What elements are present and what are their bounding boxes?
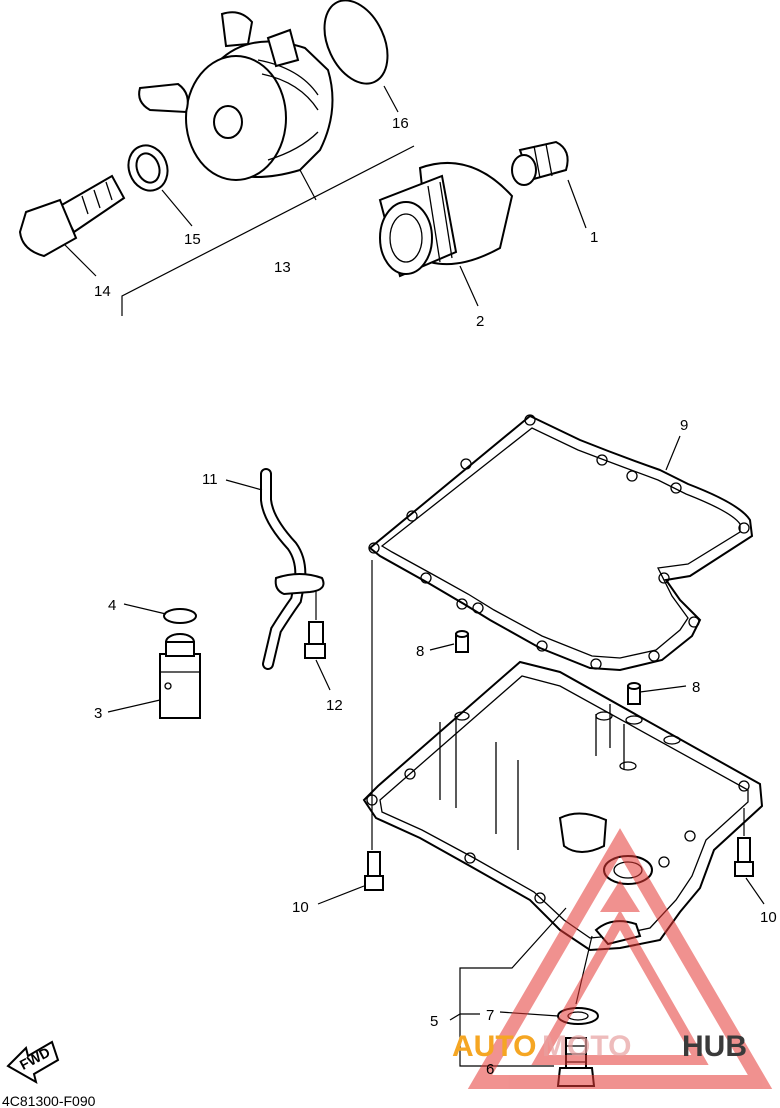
watermark-text: AUTO MOTO HUB: [452, 1030, 747, 1063]
o-ring-part: [163, 608, 197, 624]
callout-label: 10: [292, 899, 309, 916]
svg-text:AUTO: AUTO: [452, 1030, 536, 1063]
callout-label: 11: [202, 471, 218, 488]
oil-cooler-part: [138, 11, 334, 181]
bolt-part: [304, 621, 326, 659]
union-bolt-part: [18, 174, 126, 258]
forward-arrow-icon: FWD: [6, 1040, 60, 1085]
callout-label: 8: [692, 679, 700, 696]
callout-label: 2: [476, 313, 484, 330]
oil-pan-part: [362, 660, 764, 952]
oil-pipe-part: [260, 468, 325, 670]
washer-part: [127, 144, 169, 192]
watermark-logo: [467, 828, 773, 1089]
callout-label: 12: [326, 697, 343, 714]
callout-label: 3: [94, 705, 102, 722]
callout-label: 13: [274, 259, 291, 276]
callout-label: 8: [416, 643, 424, 660]
callout-label: 9: [680, 417, 688, 434]
gasket-ring-part: [323, 0, 389, 85]
callout-label: 4: [108, 597, 116, 614]
bolt-part: [364, 851, 384, 891]
callout-label: 14: [94, 283, 111, 300]
oil-pan-gasket-part: [368, 414, 754, 672]
svg-text:MOTO: MOTO: [542, 1030, 631, 1063]
callout-label: 7: [486, 1007, 494, 1024]
diagram-code: 4C81300-F090: [2, 1093, 96, 1108]
middle-group-leaders: [107, 435, 765, 1067]
callout-label: 15: [184, 231, 201, 248]
top-group-leaders: [63, 85, 587, 316]
callout-label: 5: [430, 1013, 438, 1030]
bolt-part: [734, 837, 754, 877]
callout-label: 10: [760, 909, 777, 926]
union-plug-part: [511, 140, 569, 186]
callout-label: 6: [486, 1061, 494, 1078]
oil-level-switch-part: [159, 633, 201, 719]
callout-label: 1: [590, 229, 598, 246]
callout-labels: 1 2 3 4 5 6 7 8 8 9 10 10 11 12 13 14 15…: [94, 115, 777, 1078]
svg-text:HUB: HUB: [682, 1030, 747, 1063]
dowel-pin-part: [455, 630, 469, 653]
oil-filter-part: [378, 161, 514, 278]
dowel-pin-part: [627, 682, 641, 705]
callout-label: 16: [392, 115, 409, 132]
